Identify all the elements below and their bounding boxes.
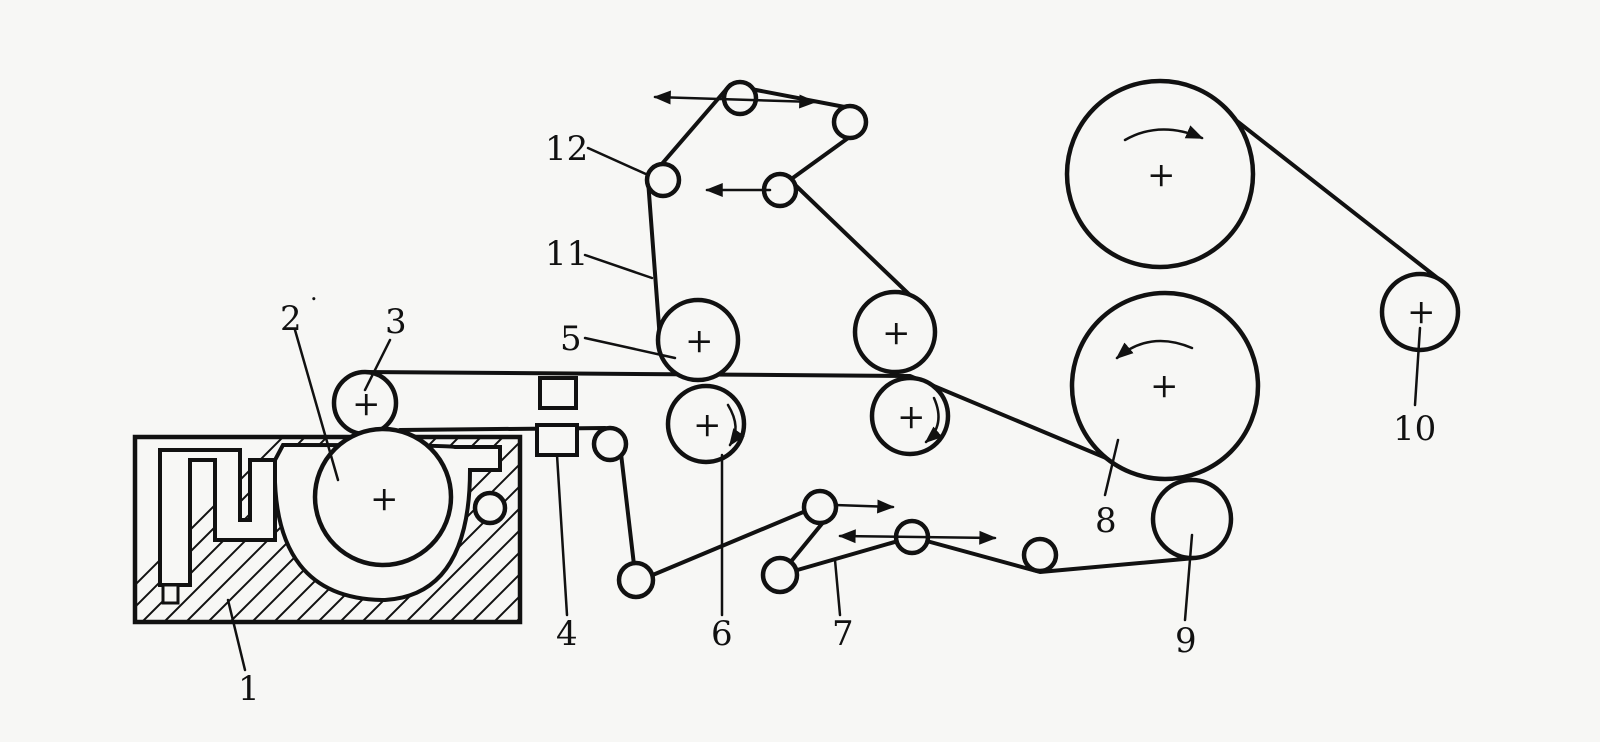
label-10: 10 xyxy=(1393,409,1436,449)
move-arrow-top xyxy=(653,90,817,109)
center-mark-roll8u: + xyxy=(1147,155,1176,195)
center-mark-roll8: + xyxy=(1150,366,1179,406)
guide-roll-7b xyxy=(760,555,800,595)
leader-1 xyxy=(226,598,247,672)
center-mark-roll10: + xyxy=(1407,292,1436,332)
guide-roll-7a xyxy=(801,488,839,526)
leader-10 xyxy=(1413,326,1422,407)
hatch-line xyxy=(492,594,520,622)
label-12: 12 xyxy=(545,129,588,169)
label-9: 9 xyxy=(1175,621,1197,661)
roll-10 xyxy=(1379,271,1461,353)
tank-outline xyxy=(132,434,523,625)
label-3: 3 xyxy=(385,302,407,342)
guide-roll-c xyxy=(1021,536,1059,574)
guide-roll-a xyxy=(591,425,629,463)
roll-8 xyxy=(1069,290,1261,482)
move-arrow-7a xyxy=(833,499,895,514)
guide-roll-top xyxy=(721,79,759,117)
center-mark-roll6: + xyxy=(693,405,722,445)
rotation-arrow-8u xyxy=(1123,125,1204,142)
roll-5 xyxy=(655,297,741,383)
leader-11 xyxy=(583,253,654,280)
nip-blocks xyxy=(535,376,579,457)
label-6: 6 xyxy=(711,614,733,654)
roll-6 xyxy=(665,383,747,465)
label-2: 2 xyxy=(280,299,302,339)
hatch-line xyxy=(382,484,520,622)
label-1: 1 xyxy=(238,669,260,709)
label-5: 5 xyxy=(560,319,582,359)
tank-channel xyxy=(158,448,277,587)
leader-5 xyxy=(583,336,677,360)
hatch-line xyxy=(470,572,520,622)
move-arrow-dancer xyxy=(838,529,997,545)
rotation-arrows xyxy=(726,125,1204,447)
leader-lines xyxy=(226,146,1422,672)
nip-block-lower xyxy=(535,423,579,457)
label-4: 4 xyxy=(556,614,578,654)
stray-mark: . xyxy=(310,278,318,306)
label-7: 7 xyxy=(832,614,854,654)
label-8: 8 xyxy=(1095,501,1117,541)
rotation-arrow-6 xyxy=(726,403,745,447)
leader-2 xyxy=(293,328,340,482)
label-11: 11 xyxy=(545,234,588,274)
leader-9 xyxy=(1183,533,1194,622)
leader-3 xyxy=(363,338,392,392)
web-roll8-to-10 xyxy=(1208,98,1442,282)
movement-arrows xyxy=(653,90,997,545)
leader-12 xyxy=(586,146,650,177)
hatch-line xyxy=(426,528,520,622)
leader-8 xyxy=(1103,438,1120,497)
guide-roll-b xyxy=(616,560,656,600)
center-mark-roll2: + xyxy=(370,479,399,519)
roll-upper-right xyxy=(852,289,938,375)
hatch-line xyxy=(448,550,520,622)
nip-block-upper xyxy=(538,376,578,410)
rotation-arrow-lr xyxy=(924,396,943,444)
roll-2 xyxy=(312,426,454,568)
labels: 1 2 3 4 5 6 7 8 9 10 11 12 . xyxy=(238,129,1436,709)
roll-8-upper xyxy=(1064,78,1256,270)
hatch-line xyxy=(404,506,520,622)
roll-small-tank xyxy=(472,490,508,526)
guide-roll-top-right xyxy=(831,103,869,141)
center-marks: + + + + + + + + + xyxy=(352,155,1436,519)
web-lower-dancer xyxy=(778,518,1197,577)
roll-9 xyxy=(1150,477,1234,561)
leader-7 xyxy=(833,558,842,617)
guide-roll-12 xyxy=(644,161,682,199)
center-mark-roll-lr: + xyxy=(897,397,926,437)
leader-4 xyxy=(555,453,569,617)
drain-stub xyxy=(161,583,180,605)
center-mark-roll5: + xyxy=(685,321,714,361)
center-mark-roll3: + xyxy=(352,384,381,424)
rotation-arrow-8 xyxy=(1115,339,1194,360)
center-mark-roll-ur: + xyxy=(882,313,911,353)
